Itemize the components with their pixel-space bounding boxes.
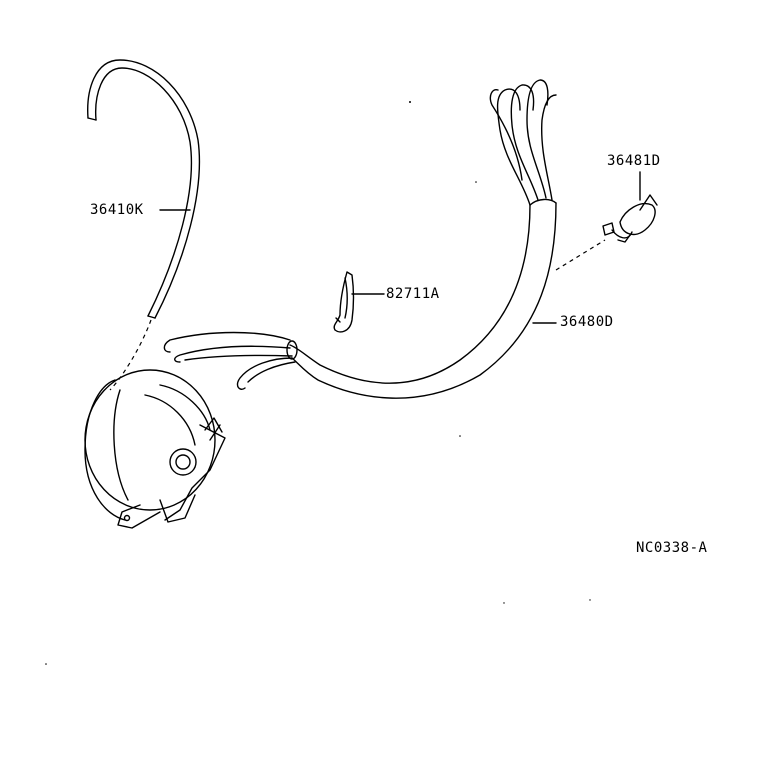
speckles [45, 101, 591, 665]
harness-36480d [163, 79, 557, 399]
hose-36410k [87, 59, 201, 391]
clip-82711a [333, 271, 355, 333]
motor-assembly [84, 369, 226, 529]
label-36480d: 36480D [560, 314, 614, 330]
figure-code: NC0338-A [636, 540, 708, 556]
leader-lines [159, 171, 641, 324]
label-36481d: 36481D [607, 153, 661, 169]
label-36410k: 36410K [90, 202, 144, 218]
connector-36481d [555, 194, 658, 271]
label-82711a: 82711A [386, 286, 440, 302]
